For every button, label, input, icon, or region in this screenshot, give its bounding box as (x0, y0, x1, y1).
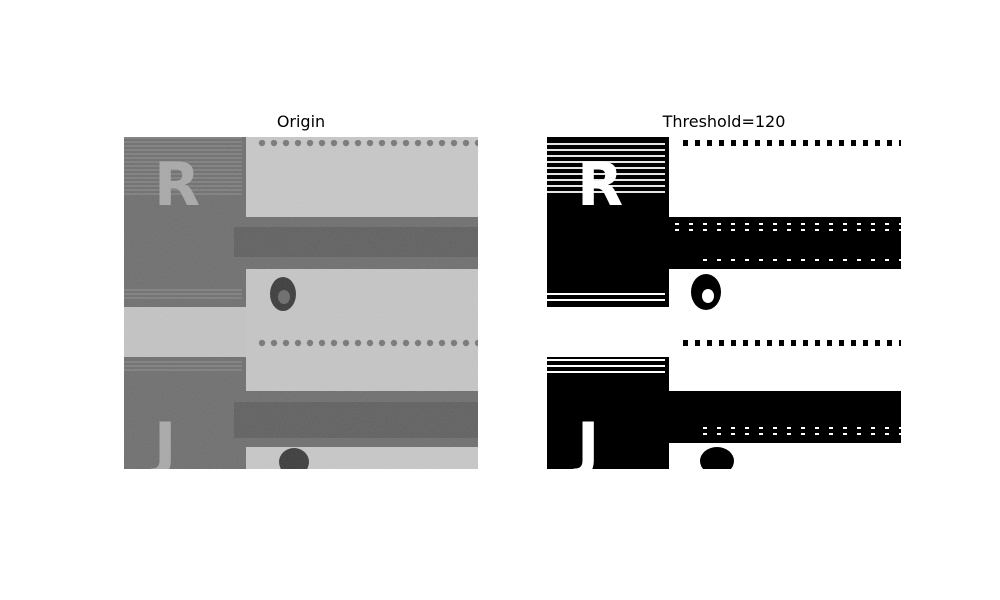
svg-text:J: J (573, 410, 599, 469)
threshold-image: R J (547, 137, 901, 469)
origin-image: R J (124, 137, 478, 469)
svg-text:R: R (577, 150, 623, 220)
panel-title-threshold: Threshold=120 (662, 112, 786, 131)
panel-title-origin: Origin (276, 112, 326, 131)
